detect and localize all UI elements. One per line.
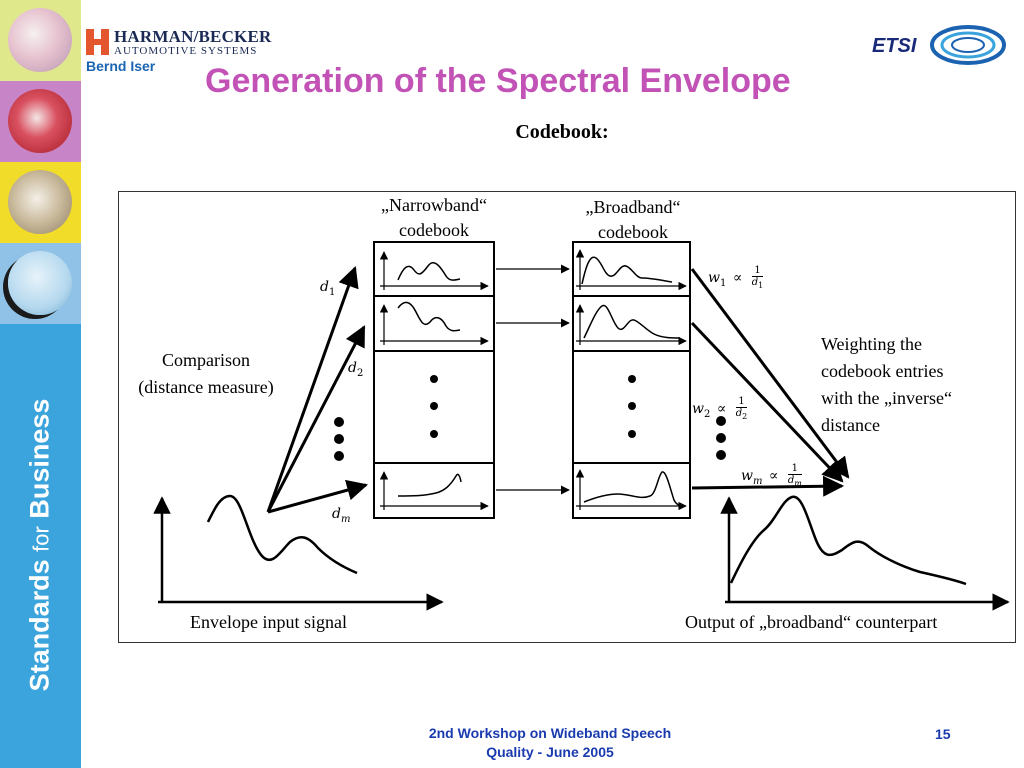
etsi-logo: ETSI: [872, 25, 1006, 65]
harman-becker-mark-icon: [86, 29, 109, 55]
distance-label-d1: d1: [320, 279, 336, 298]
distance-arrows: [266, 266, 369, 514]
author-name: Bernd Iser: [86, 58, 156, 74]
broadband-entry-2: [575, 304, 687, 346]
weighting-arrows: [690, 268, 850, 497]
output-signal-caption: Output of „broadband“ counterpart: [685, 612, 938, 632]
output-envelope-plot: [720, 495, 1010, 611]
input-envelope-plot: [153, 494, 444, 611]
decorative-disc-icon: [8, 8, 72, 72]
narrowband-codebook-label: „Narrowband“ codebook: [381, 195, 487, 240]
sidebar: Standards for Business: [0, 0, 81, 768]
page-number: 15: [935, 726, 951, 742]
narrowband-entry-m: [379, 471, 489, 511]
decorative-disc-icon: [8, 89, 72, 153]
decorative-disc-icon: [8, 170, 72, 234]
sidebar-tile-3: [0, 162, 81, 243]
sidebar-tile-2: [0, 81, 81, 162]
input-signal-caption: Envelope input signal: [190, 612, 347, 632]
narrowband-entry-2: [379, 301, 489, 346]
weighting-label: Weighting the codebook entries with the …: [821, 334, 952, 435]
sidebar-tile-1: [0, 0, 81, 81]
narrowband-entry-1: [379, 251, 489, 291]
distance-label-d2: d2: [348, 360, 364, 379]
narrowband-codebook: [373, 241, 495, 519]
footer-event: 2nd Workshop on Wideband Speech Quality …: [428, 725, 672, 760]
decorative-disc-icon: [8, 251, 72, 315]
etsi-logo-text: ETSI: [872, 35, 917, 57]
comparison-label: Comparison (distance measure): [138, 350, 274, 397]
sidebar-band: [0, 324, 81, 768]
broadband-entry-m: [575, 469, 687, 511]
distance-label-dm: dm: [332, 506, 351, 525]
broadband-entry-1: [575, 249, 687, 291]
sidebar-tile-4: [0, 243, 81, 324]
slide-subtitle: Codebook:: [515, 121, 609, 143]
slide-title: Generation of the Spectral Envelope: [205, 62, 791, 100]
broadband-codebook-label: „Broadband“ codebook: [585, 197, 681, 242]
broadband-codebook: [572, 241, 691, 519]
harman-becker-logo: HARMAN/BECKER AUTOMOTIVE SYSTEMS: [86, 27, 286, 61]
